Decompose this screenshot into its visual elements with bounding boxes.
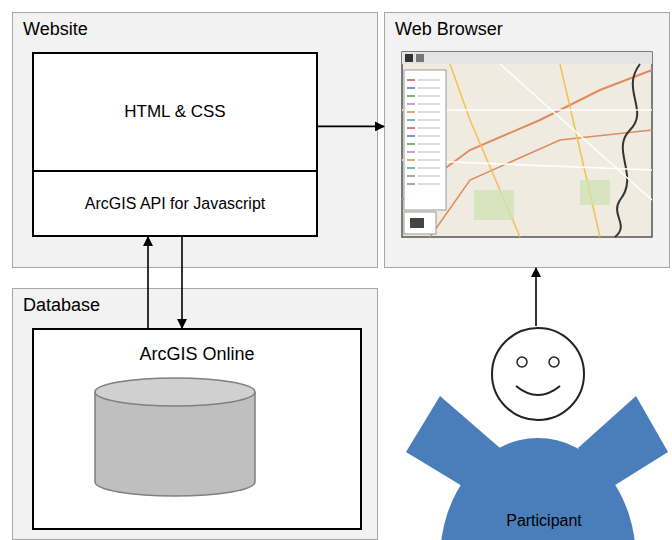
database-box: ArcGIS Online <box>32 328 362 530</box>
website-panel: WebsiteHTML & CSS ArcGIS API for Javascri… <box>12 12 378 268</box>
node-label: HTML & CSS <box>34 102 316 122</box>
database-cylinder <box>95 378 255 496</box>
database-panel: DatabaseArcGIS Online <box>12 288 378 540</box>
panel-title: Database <box>23 295 100 316</box>
node-label: ArcGIS API for Javascript <box>34 195 316 213</box>
arrow-connector <box>147 237 149 328</box>
map-screenshot <box>402 52 652 237</box>
panel-title: Web Browser <box>395 19 503 40</box>
participant-figure-node: Participant <box>400 322 672 540</box>
process-box: HTML & CSS <box>32 52 318 172</box>
participant-figure <box>406 328 668 540</box>
process-box: ArcGIS API for Javascript <box>32 170 318 237</box>
panel-title: Website <box>23 19 88 40</box>
node-label: Participant <box>400 512 672 530</box>
browser-panel: Web Browser <box>384 12 670 268</box>
arrow-connector <box>318 126 384 128</box>
arrow-connector <box>181 237 183 328</box>
arrow-connector <box>535 268 537 326</box>
node-label: ArcGIS Online <box>34 344 360 365</box>
